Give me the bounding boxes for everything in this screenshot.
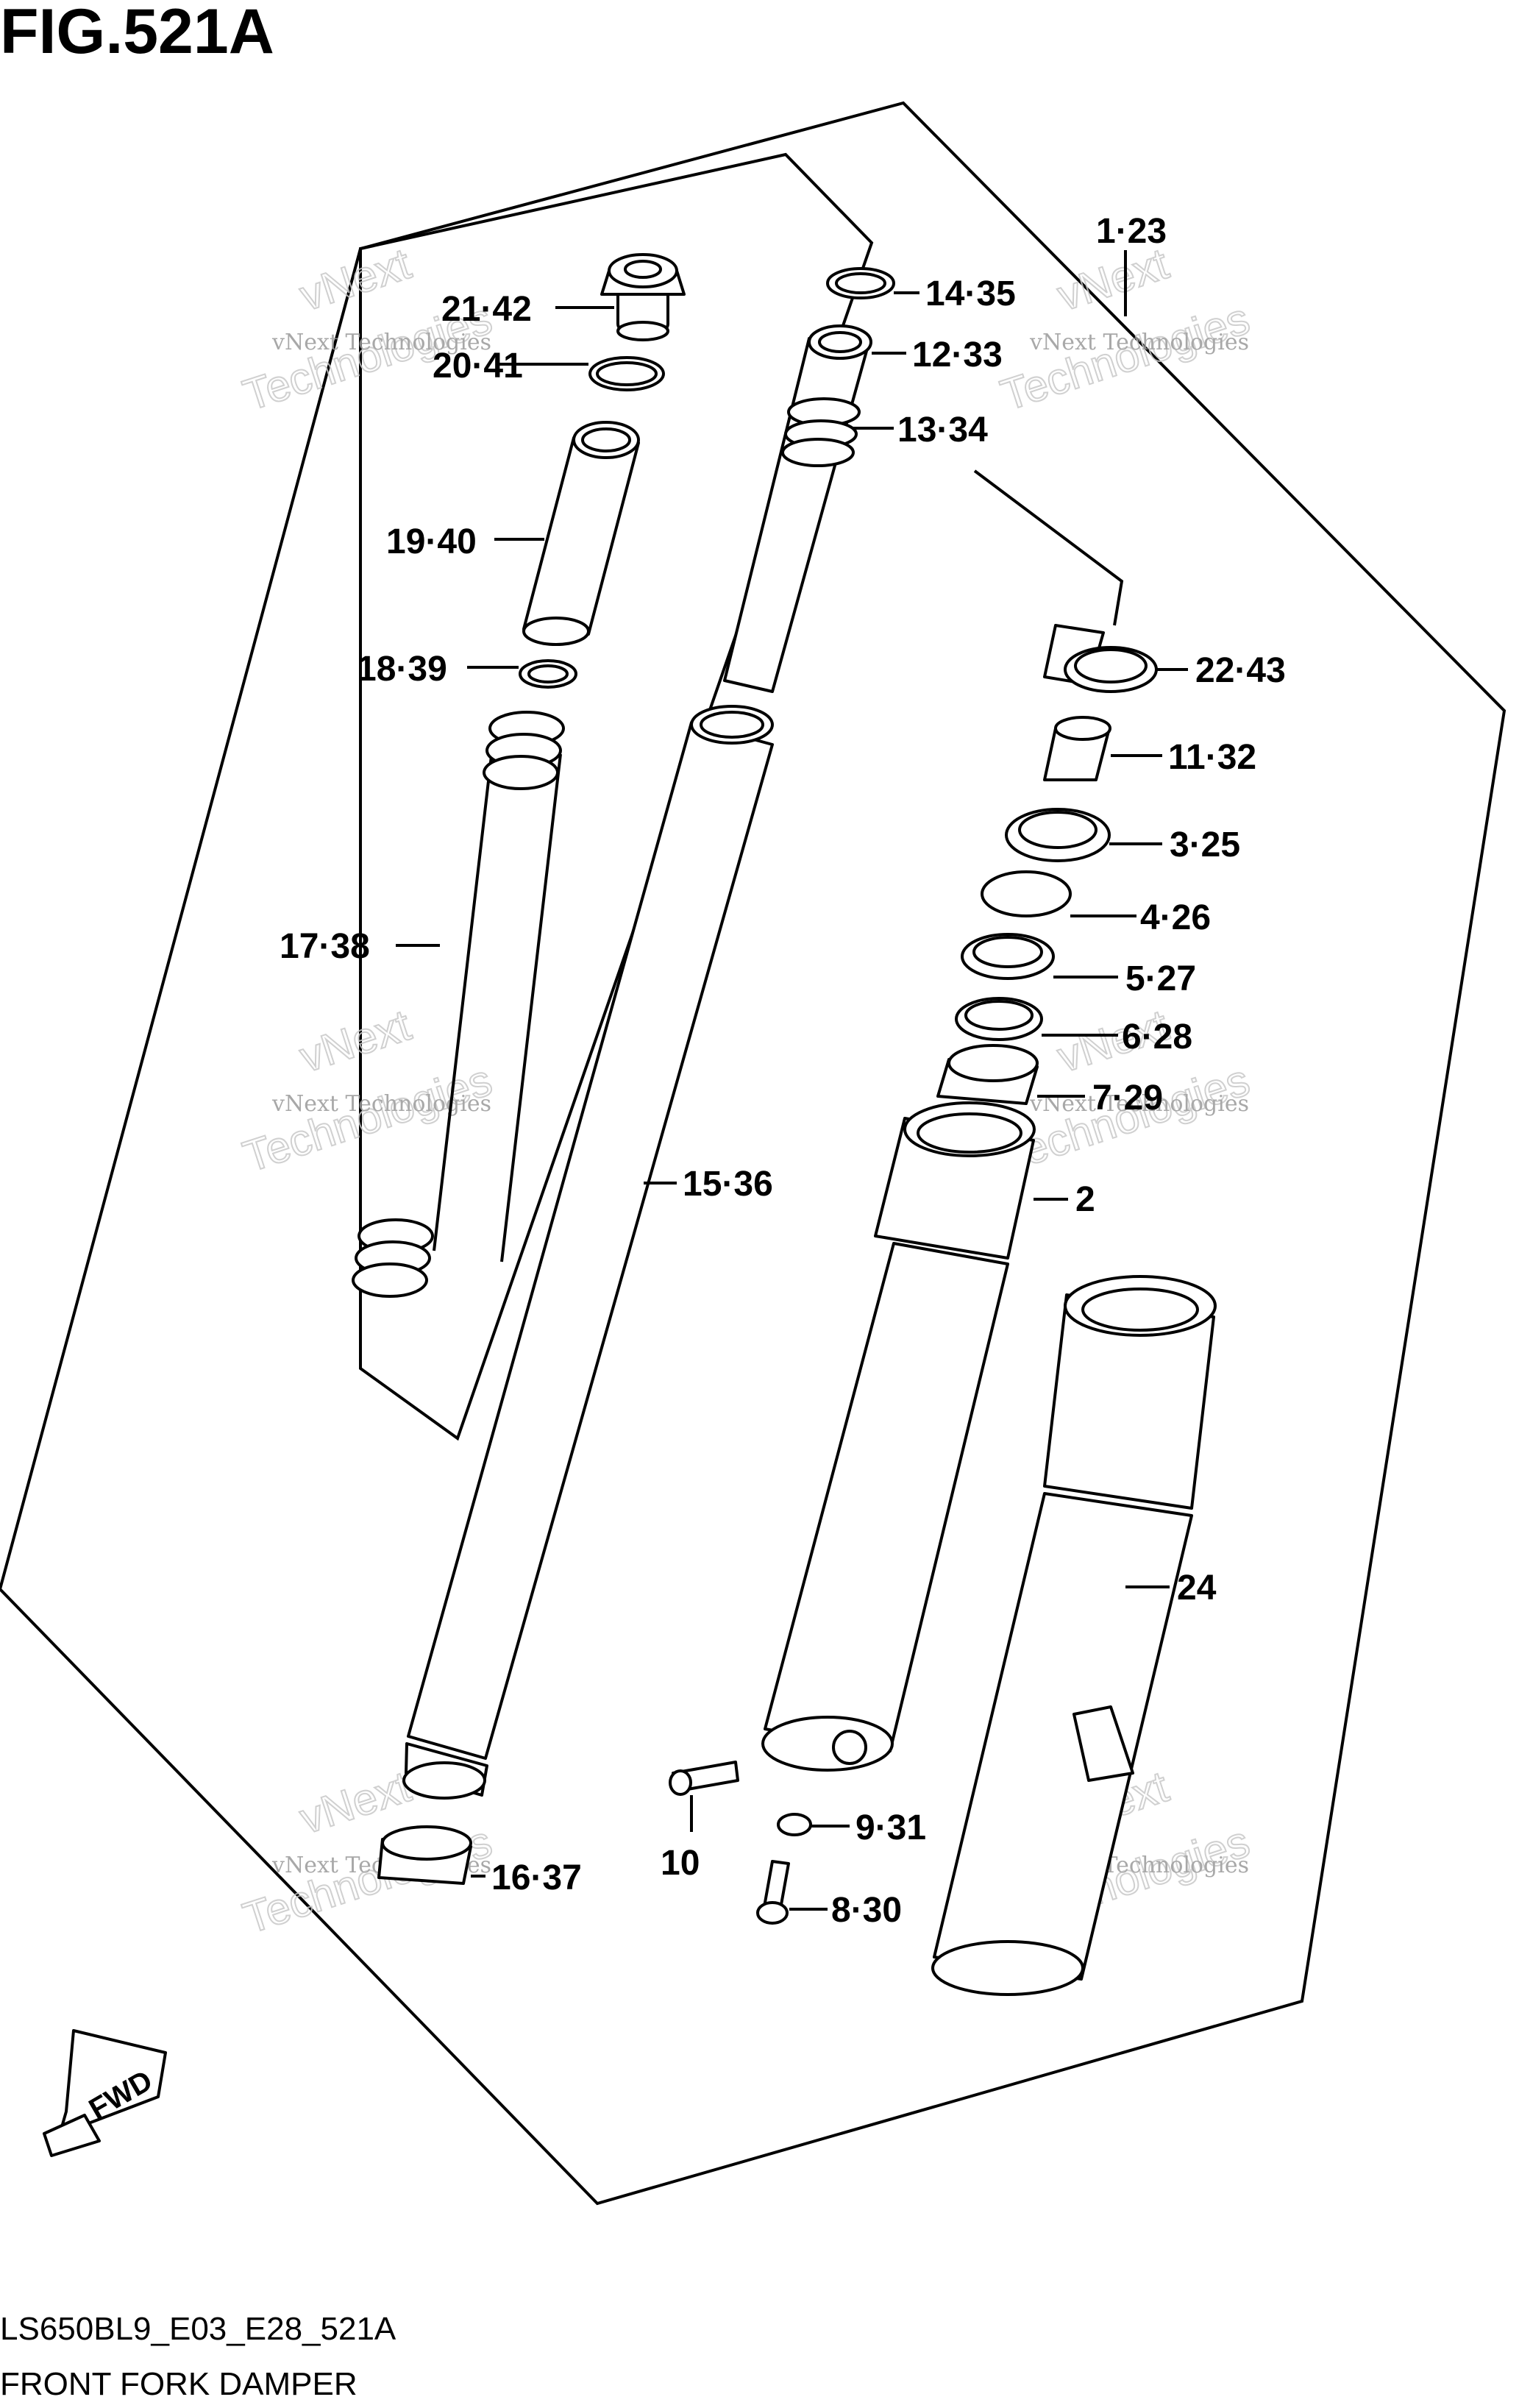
part-5-oil-seal (961, 933, 1055, 980)
part-24-outer-tube (931, 1275, 1217, 1996)
part-11-oil-lock-piece (1043, 716, 1111, 781)
callout-2: 2 (1075, 1180, 1095, 1219)
callout-17: 17·38 (280, 927, 370, 966)
part-8-damper-bolt (756, 1860, 790, 1925)
watermark-text: vNext (1052, 238, 1175, 320)
callout-labels: 1·23 2 3·25 4·26 5·27 6·28 7·29 8·30 9·3… (280, 212, 1286, 1930)
assembly-boundary-tube (973, 469, 1124, 626)
callout-1: 1·23 (1096, 212, 1167, 251)
part-4-stopper-ring (981, 870, 1072, 917)
callout-11: 11·32 (1168, 738, 1256, 777)
part-10-bolt (669, 1761, 739, 1796)
callout-14: 14·35 (925, 274, 1016, 313)
watermark-text: vNext (294, 1000, 417, 1082)
figure-title: FIG.521A (0, 0, 274, 67)
callout-4: 4·26 (1140, 898, 1211, 937)
part-16-slide-bushing (377, 1825, 472, 1885)
callout-10: 10 (661, 1844, 700, 1883)
callout-7: 7·29 (1092, 1079, 1163, 1118)
callout-18: 18·39 (357, 650, 447, 689)
assembly-boundary-outer (0, 101, 1506, 2206)
callout-16: 16·37 (491, 1858, 582, 1897)
callout-20: 20·41 (433, 347, 523, 386)
watermark-text: vNext Technologies (1029, 330, 1249, 355)
callout-5: 5·27 (1125, 959, 1196, 998)
callout-9: 9·31 (855, 1808, 926, 1847)
part-6-washer (955, 997, 1043, 1041)
part-13-piston-ring (781, 397, 861, 467)
callout-21: 21·42 (441, 290, 532, 329)
part-3-seal-retainer (1005, 808, 1111, 862)
leader-lines (396, 250, 1188, 1911)
part-15-inner-tube (402, 705, 774, 1800)
callout-15: 15·36 (683, 1165, 773, 1204)
part-19-spacer (522, 421, 640, 646)
part-9-gasket (777, 1813, 812, 1836)
callout-13: 13·34 (897, 411, 988, 450)
part-22-dust-seal (1043, 624, 1158, 693)
part-7-guide-bushing (936, 1044, 1039, 1105)
callout-6: 6·28 (1122, 1017, 1192, 1056)
callout-19: 19·40 (386, 522, 477, 561)
diagram-caption: FRONT FORK DAMPER (0, 2366, 357, 2402)
watermark-text: Technologies (238, 1055, 498, 1182)
part-17-fork-spring (352, 711, 565, 1298)
callout-8: 8·30 (831, 1891, 902, 1930)
watermark-text: vNext (294, 238, 417, 320)
callout-12: 12·33 (912, 335, 1003, 374)
callout-3: 3·25 (1170, 825, 1240, 864)
diagram-code: LS650BL9_E03_E28_521A (0, 2311, 396, 2347)
part-12-damper-rod (723, 324, 872, 693)
callout-24: 24 (1177, 1569, 1217, 1608)
fwd-arrow: FWD (43, 2029, 167, 2157)
callout-22: 22·43 (1195, 651, 1286, 690)
watermark-text: vNext Technologies (271, 330, 491, 355)
part-2-outer-tube (761, 1101, 1036, 1772)
part-21-cap-bolt (600, 253, 686, 341)
watermark-text: vNext Technologies (271, 1091, 491, 1117)
